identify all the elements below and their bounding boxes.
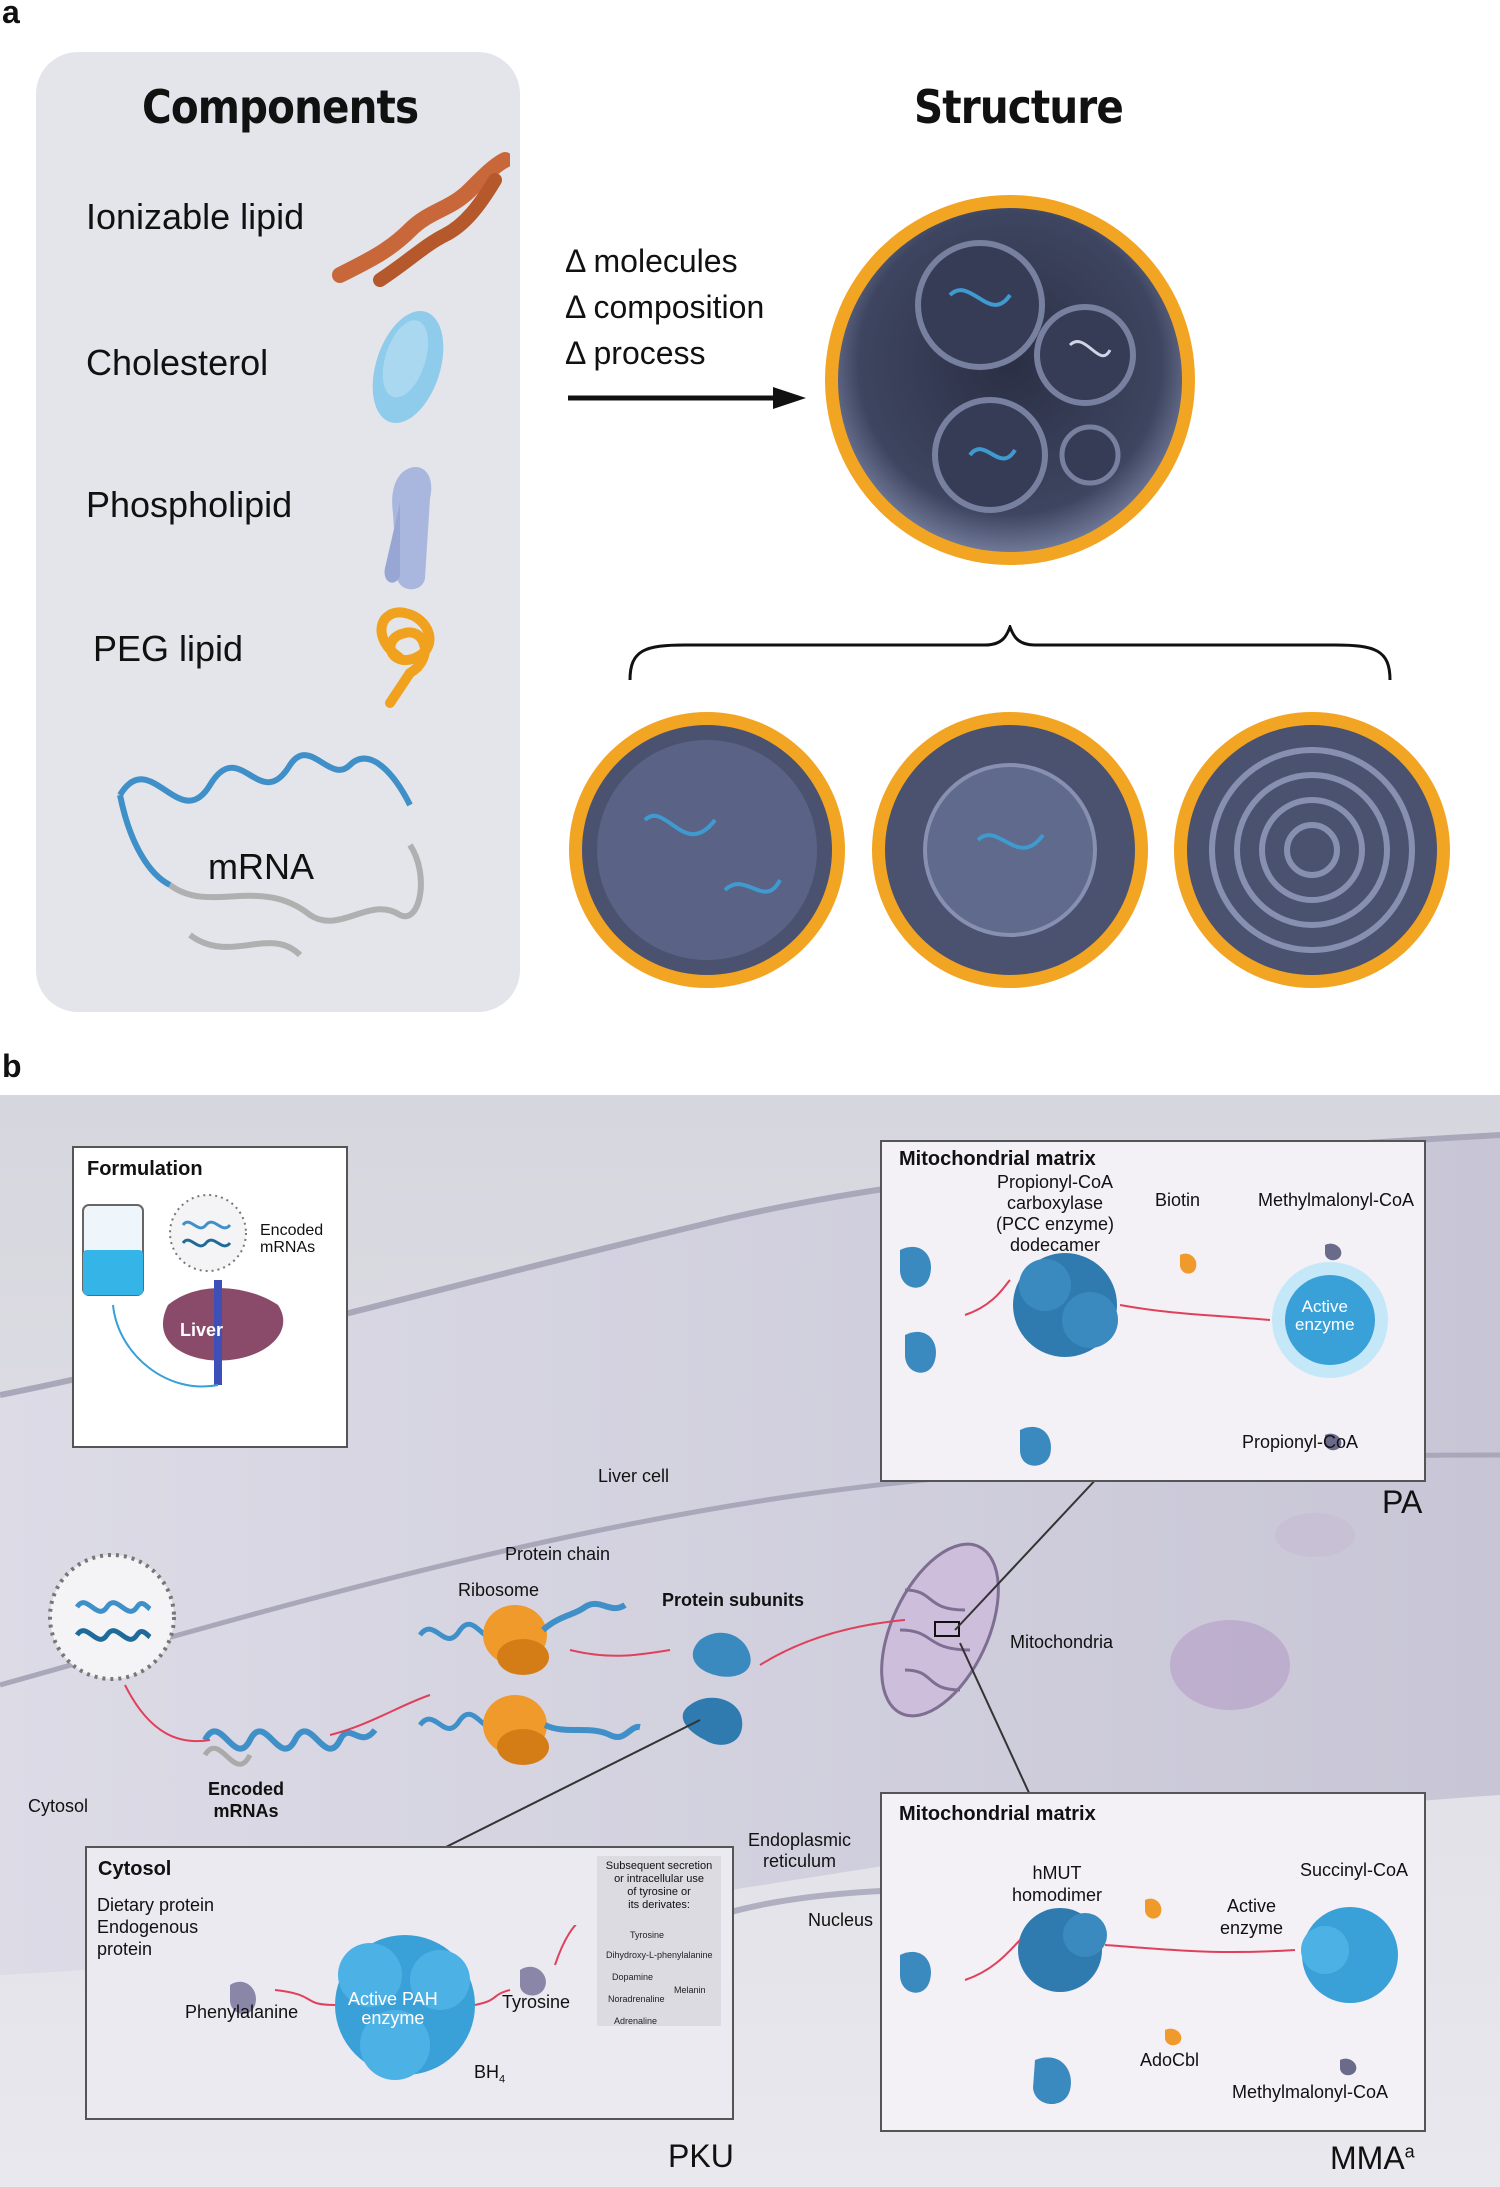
brace	[628, 625, 1392, 681]
path-ldopa: Dihydroxy-L-phenylalanine	[606, 1950, 713, 1960]
ribosome-icon	[418, 1600, 641, 1765]
delta-process: Δ process	[565, 335, 706, 371]
secretion-label: Subsequent secretion or intracellular us…	[605, 1860, 713, 1911]
pah-label: Active PAH enzyme	[348, 1989, 438, 2028]
lnp-variant-1	[569, 712, 845, 988]
lnp-variant-2	[872, 712, 1148, 988]
nucleus-label: Nucleus	[808, 1910, 874, 1930]
ribosome-label: Ribosome	[458, 1580, 540, 1600]
peg-lipid-icon	[376, 607, 435, 708]
path-dopamine: Dopamine	[612, 1972, 654, 1982]
pa-product-label: Methylmalonyl-CoA	[1258, 1190, 1415, 1210]
path-melanin: Melanin	[674, 1985, 706, 1995]
mma-disease-label: MMAa	[1330, 2140, 1415, 2176]
path-noradrenaline: Noradrenaline	[608, 1994, 665, 2004]
mma-substrate-label: Methylmalonyl-CoA	[1232, 2082, 1389, 2102]
ionizable-lipid-label: Ionizable lipid	[86, 196, 305, 237]
cytosol-mrna-icon	[202, 1727, 378, 1767]
pa-substrate-label: Propionyl-CoA	[1242, 1432, 1359, 1452]
zoom-lines	[429, 1474, 1101, 1856]
mma-product-label: Succinyl-CoA	[1300, 1860, 1409, 1880]
cholesterol-label: Cholesterol	[86, 342, 269, 383]
bh4-label: BH4	[474, 2062, 506, 2086]
protein-subunits-icon	[682, 1632, 751, 1745]
phospholipid-icon	[384, 467, 432, 590]
lnp-structure	[825, 195, 1195, 565]
protein-subunits-label: Protein subunits	[662, 1590, 805, 1610]
panel-a-letter: a	[2, 0, 20, 30]
mrna-label: mRNA	[208, 846, 314, 887]
cytosol-label: Cytosol	[28, 1796, 89, 1816]
encoded-mrnas-label: Encoded mRNAs	[208, 1779, 285, 1821]
pcc-label: Propionyl-CoA carboxylase (PCC enzyme) d…	[995, 1172, 1115, 1255]
pa-inset-title: Mitochondrial matrix	[899, 1148, 1096, 1170]
ionizable-lipid-icon	[332, 152, 510, 287]
structure-heading: Structure	[914, 80, 1124, 134]
path-adrenaline: Adrenaline	[614, 2016, 658, 2026]
pku-disease-label: PKU	[668, 2138, 734, 2174]
flow-arrows	[124, 1619, 906, 1743]
pku-enzyme-graphic	[230, 1925, 577, 2080]
derivatives-box	[597, 1856, 721, 2026]
pa-enzyme-graphic	[900, 1243, 1388, 1466]
delta-composition: Δ composition	[565, 289, 765, 325]
pku-inset-title: Cytosol	[98, 1858, 172, 1880]
pa-disease-label: PA	[1382, 1484, 1423, 1520]
formulation-graphic	[82, 1194, 284, 1388]
biotin-label: Biotin	[1155, 1190, 1201, 1210]
lnp-particle-icon	[48, 1553, 176, 1681]
pa-active-label: Active enzyme	[1295, 1297, 1355, 1334]
formulation-title: Formulation	[87, 1158, 203, 1180]
phenylalanine-label: Phenylalanine	[185, 2002, 299, 2022]
mrna-icon	[117, 752, 424, 958]
er-label: Endoplasmic reticulum	[748, 1830, 852, 1871]
lnp-variant-3	[1174, 712, 1450, 988]
panel-b-letter: b	[2, 1048, 22, 1084]
liver-label: Liver	[180, 1320, 224, 1340]
mma-enzyme-graphic	[900, 1898, 1398, 2105]
adocbl-label: AdoCbl	[1140, 2050, 1200, 2070]
liver-cell-label: Liver cell	[598, 1466, 670, 1486]
mma-inset-title: Mitochondrial matrix	[899, 1803, 1096, 1825]
formulation-encoded-mrnas: Encoded mRNAs	[260, 1222, 324, 1256]
mma-active-label: Active enzyme	[1220, 1896, 1284, 1938]
mitochondria-icon	[880, 1542, 1000, 1718]
delta-molecules: Δ molecules	[565, 243, 738, 279]
hmut-label: hMUT homodimer	[1012, 1863, 1103, 1905]
arrow-to-structure	[568, 387, 806, 409]
tyrosine-label: Tyrosine	[502, 1992, 571, 2012]
path-tyrosine: Tyrosine	[630, 1930, 665, 1940]
components-heading: Components	[142, 80, 419, 134]
cholesterol-icon	[372, 310, 444, 424]
protein-chain-label: Protein chain	[505, 1544, 611, 1564]
peg-lipid-label: PEG lipid	[93, 628, 244, 669]
mitochondria-label: Mitochondria	[1010, 1632, 1114, 1652]
phospholipid-label: Phospholipid	[86, 484, 293, 525]
pku-sources-label: Dietary protein Endogenous protein	[97, 1895, 215, 1959]
